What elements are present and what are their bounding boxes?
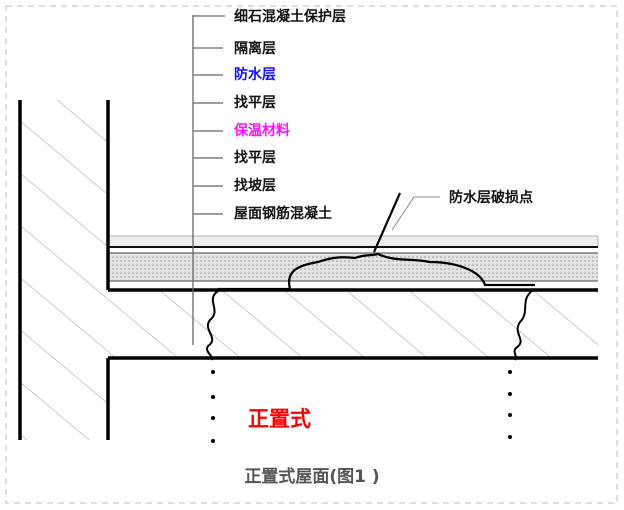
layer-label: 隔离层 [234,41,276,57]
crack-right [513,290,533,361]
layer-label: 找平层 [234,150,276,166]
layer-label-waterproof: 防水层 [234,67,276,83]
layer-label: 细石混凝土保护层 [234,9,346,25]
damage-pointer [372,192,402,253]
layer-label-insulation: 保温材料 [234,123,290,139]
damage-label: 防水层破损点 [449,190,533,206]
layer-leader-lines [192,15,225,345]
protective-layer [107,235,599,248]
layer-label: 找平层 [234,95,276,111]
layer-label: 找坡层 [234,178,276,194]
wall-outline [18,100,110,440]
concrete-structure [20,100,598,440]
caption: 正置式屋面(图1 ) [244,467,380,487]
type-label: 正置式 [248,407,311,431]
damage-path [218,252,535,291]
crack-left [206,290,219,361]
dashed-border [5,5,618,504]
water-drips [211,370,512,443]
layer-label: 屋面钢筋混凝土 [234,206,332,222]
